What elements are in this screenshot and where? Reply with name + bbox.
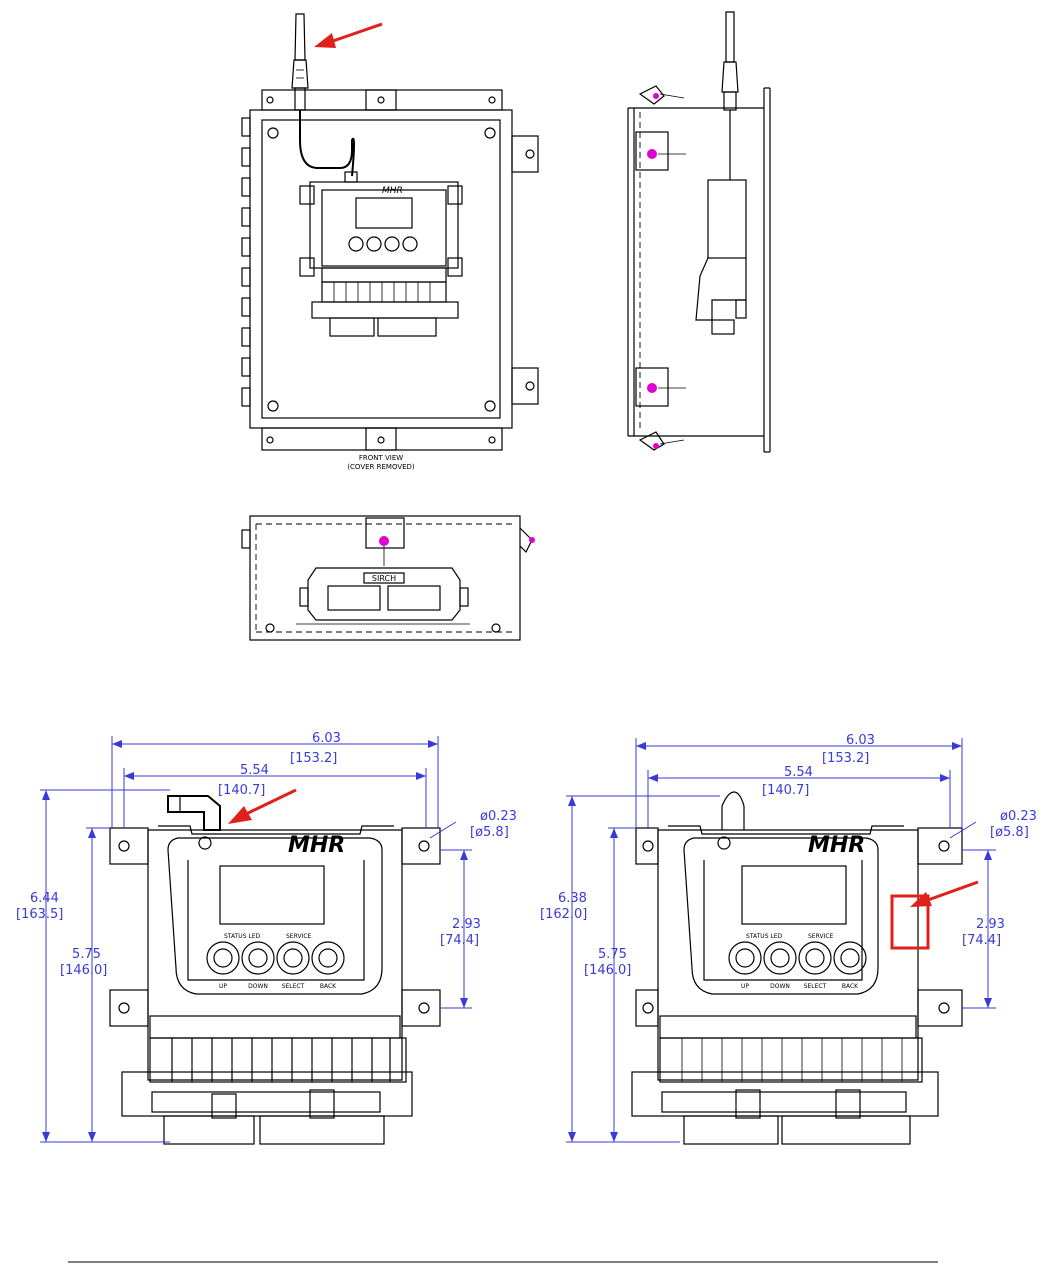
label-service: SERVICE: [286, 933, 312, 940]
label-up-right: UP: [741, 983, 749, 990]
dim-hole-spacing-in-right: 2.93: [976, 917, 1005, 932]
label-service-right: SERVICE: [808, 933, 834, 940]
dim-width-total-in: 6.03: [312, 731, 341, 746]
dim-height-total-in-right: 6.38: [558, 891, 587, 906]
dim-view-right: MHR STATUS LED SERVICE UP DOWN SELECT BA…: [631, 791, 963, 1145]
fastener-marker: [379, 536, 389, 546]
front-view: MHR FRONT VIEW (COVER REMOVED): [241, 13, 539, 471]
bottom-flange: [261, 427, 503, 451]
connector-label: SIRCH: [372, 574, 396, 583]
dim-hole-spacing-mm-right: [74.4]: [962, 933, 1001, 948]
dim-width-inner-mm: [140.7]: [218, 783, 265, 798]
dim-width-total-in-right: 6.03: [846, 733, 875, 748]
label-status-led: STATUS LED: [224, 933, 261, 940]
dim-width-inner-in-right: 5.54: [784, 765, 813, 780]
dim-height-total-mm-right: [162.0]: [540, 907, 587, 922]
fastener-marker: [647, 149, 657, 159]
brand-mark-right: MHR: [808, 833, 865, 858]
callout-arrow-antenna: [314, 22, 383, 48]
label-status-led-right: STATUS LED: [746, 933, 783, 940]
antenna: [291, 13, 309, 111]
dim-height-body-in-right: 5.75: [598, 947, 627, 962]
enclosure-body: [249, 109, 513, 429]
label-back: BACK: [320, 983, 337, 990]
fastener-marker: [647, 383, 657, 393]
hinge-tabs: [241, 117, 251, 407]
dimensions-right: 6.03 [153.2] 5.54 [140.7] ø0.23 [ø5.8] 6…: [540, 733, 1037, 1143]
dim-hole-dia-in: ø0.23: [480, 809, 517, 824]
dim-height-body-mm: [146.0]: [60, 963, 107, 978]
dim-height-body-in: 5.75: [72, 947, 101, 962]
bottom-view: SIRCH: [241, 515, 535, 641]
side-view: [627, 11, 771, 453]
label-select-right: SELECT: [804, 983, 827, 990]
dim-width-inner-mm-right: [140.7]: [762, 783, 809, 798]
dim-hole-spacing-mm: [74.4]: [440, 933, 479, 948]
dim-hole-dia-in-right: ø0.23: [1000, 809, 1037, 824]
label-down: DOWN: [248, 983, 268, 990]
brand-mark-small: MHR: [382, 186, 403, 196]
label-select: SELECT: [282, 983, 305, 990]
dim-hole-dia-mm: [ø5.8]: [470, 825, 509, 840]
dim-width-total-mm: [153.2]: [290, 751, 337, 766]
label-back-right: BACK: [842, 983, 859, 990]
callout-arrow-connector: [228, 788, 297, 824]
dim-width-inner-in: 5.54: [240, 763, 269, 778]
dim-width-total-mm-right: [153.2]: [822, 751, 869, 766]
highlight-box: [890, 894, 930, 950]
dim-view-left: MHR STATUS LED SERVICE UP DOWN SELECT BA…: [109, 795, 441, 1145]
dimensions-left: 6.03 [153.2] 5.54 [140.7] ø0.23 [ø5.8] 6…: [16, 731, 517, 1143]
dim-hole-dia-mm-right: [ø5.8]: [990, 825, 1029, 840]
front-view-caption: FRONT VIEW: [359, 454, 403, 462]
dim-height-total-in: 6.44: [30, 891, 59, 906]
front-view-caption-sub: (COVER REMOVED): [347, 463, 415, 471]
dim-height-total-mm: [163.5]: [16, 907, 63, 922]
top-flange: [261, 89, 503, 111]
dim-hole-spacing-in: 2.93: [452, 917, 481, 932]
controller-front: MHR: [299, 171, 463, 337]
label-down-right: DOWN: [770, 983, 790, 990]
callout-highlight: [890, 880, 979, 950]
brand-mark: MHR: [288, 833, 345, 858]
dim-height-body-mm-right: [146.0]: [584, 963, 631, 978]
label-up: UP: [219, 983, 227, 990]
